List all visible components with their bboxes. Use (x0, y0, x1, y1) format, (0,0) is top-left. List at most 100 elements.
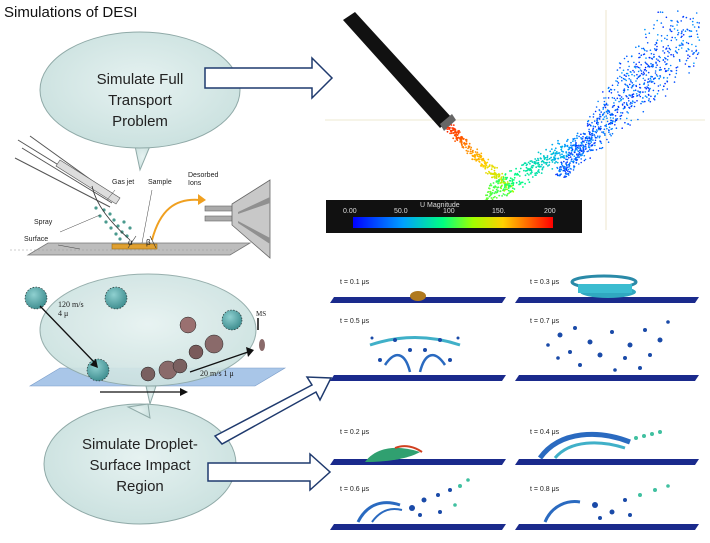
particle (577, 153, 580, 155)
particle (650, 62, 652, 65)
particle (518, 175, 521, 177)
particle (473, 154, 476, 156)
particle (550, 148, 553, 151)
top-bubble-line1: Simulate Full (96, 71, 184, 88)
particle (639, 86, 641, 89)
particle (695, 50, 697, 53)
particle (675, 69, 678, 72)
particle (535, 166, 538, 169)
particle (586, 137, 588, 139)
particle (605, 102, 608, 105)
particle (614, 99, 617, 101)
particle (560, 161, 562, 164)
particle (611, 132, 614, 135)
particle (667, 69, 669, 72)
particle (511, 187, 514, 190)
bottom-bubble-text: Simulate Droplet- Surface Impact Region (70, 434, 210, 497)
particle (547, 165, 549, 167)
particle (631, 93, 634, 96)
particle (653, 98, 655, 100)
scatter-t07 (546, 320, 670, 372)
particle (475, 159, 477, 162)
label-speed-incoming: 120 m/s 4 μ (58, 300, 84, 318)
particle (605, 97, 607, 99)
particle (626, 103, 628, 106)
particle (688, 48, 690, 51)
particle (490, 184, 493, 187)
bottom-bubble-line1: Simulate Droplet- (82, 436, 198, 453)
particle (599, 127, 601, 129)
particle (585, 148, 587, 150)
particle (657, 11, 659, 13)
particle (551, 158, 554, 161)
particle (594, 136, 597, 139)
particle (658, 77, 660, 80)
particle (469, 148, 472, 151)
particle (491, 176, 494, 179)
particle (644, 86, 646, 89)
particle (592, 128, 594, 131)
particle (518, 170, 521, 173)
particle (537, 159, 540, 162)
particle (621, 72, 623, 74)
particle (630, 101, 632, 104)
particle (535, 159, 538, 162)
particle (667, 44, 669, 47)
particle (645, 70, 648, 72)
particle (590, 144, 593, 147)
particle (624, 121, 626, 124)
particle (656, 93, 659, 95)
particle (452, 128, 455, 131)
particle (574, 151, 576, 154)
particle (681, 43, 684, 45)
particle (687, 42, 690, 45)
particle (603, 103, 605, 106)
particle (597, 135, 599, 137)
particle (606, 127, 608, 130)
particle (560, 168, 562, 171)
particle (564, 145, 567, 147)
particle (598, 128, 600, 131)
particle (653, 82, 656, 85)
particle (608, 129, 610, 132)
particle (495, 188, 498, 191)
particle (655, 66, 657, 69)
particle (598, 136, 601, 139)
particle (648, 80, 651, 82)
particle (492, 172, 494, 175)
particle (542, 155, 545, 157)
particle (676, 24, 678, 26)
particle (638, 52, 640, 55)
particle (483, 161, 486, 163)
particle (577, 150, 580, 153)
particle (632, 84, 635, 86)
particle (653, 24, 655, 26)
particle (582, 136, 584, 138)
particle (624, 106, 626, 108)
particle (643, 69, 646, 71)
particle (602, 108, 604, 110)
particle (636, 65, 638, 68)
particle (642, 77, 645, 80)
particle (493, 192, 496, 195)
surface-t07 (515, 375, 699, 381)
particle (452, 132, 455, 135)
particle (606, 120, 609, 123)
particle (508, 182, 510, 185)
label-speed-outgoing: 20 m/s 1 μ (200, 369, 234, 378)
particle (568, 148, 570, 150)
particle (557, 139, 559, 142)
particle (551, 161, 554, 163)
particle (655, 74, 658, 76)
particle (579, 149, 581, 152)
particle (597, 126, 600, 128)
particle (634, 67, 637, 69)
particle (647, 81, 649, 83)
particle (648, 32, 651, 34)
particle (634, 89, 637, 91)
particle (581, 150, 584, 152)
particle (495, 197, 498, 199)
particle (616, 97, 619, 100)
particle (590, 141, 593, 143)
particle (646, 63, 648, 66)
